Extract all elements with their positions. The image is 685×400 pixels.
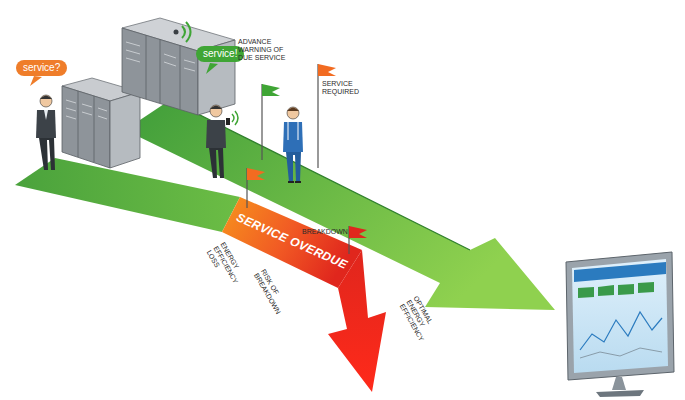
milestone-label: BREAKDOWN bbox=[302, 228, 348, 236]
person bbox=[206, 105, 238, 178]
flag bbox=[349, 226, 367, 254]
effect-label: RISK OF BREAKDOWN bbox=[252, 268, 288, 314]
node-text: service! bbox=[203, 48, 237, 59]
technician bbox=[283, 107, 303, 182]
server-cabinet bbox=[122, 18, 235, 115]
overdue-band bbox=[222, 197, 362, 288]
milestone-label: SERVICE REQUIRED bbox=[322, 80, 368, 96]
flag bbox=[247, 168, 265, 208]
bubble-tail bbox=[206, 63, 218, 74]
bubble-tail bbox=[30, 76, 42, 86]
effect-label: ENERGY EFFICIENCY LOSS bbox=[205, 241, 248, 291]
node-text: service? bbox=[23, 62, 60, 73]
speech-bubble: service? bbox=[16, 60, 67, 76]
green-band bbox=[15, 158, 240, 232]
speech-bubble: service! bbox=[196, 46, 244, 62]
monitor bbox=[566, 252, 674, 397]
flag bbox=[262, 84, 280, 160]
person bbox=[36, 95, 56, 170]
flag bbox=[318, 64, 336, 168]
milestone-label: ADVANCE WARNING OF DUE SERVICE bbox=[238, 38, 288, 62]
breakdown-arrow bbox=[328, 250, 386, 392]
